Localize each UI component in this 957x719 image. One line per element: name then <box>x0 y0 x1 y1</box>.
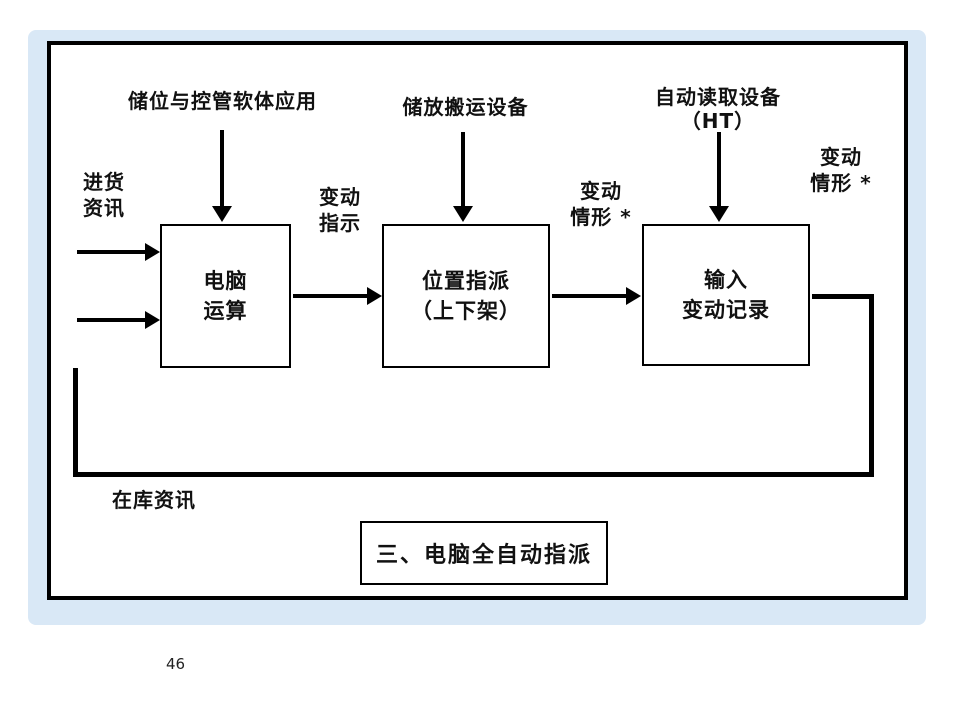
arrow-right-icon <box>145 311 160 329</box>
arrow-right-icon <box>626 287 641 305</box>
arrow-shaft <box>717 132 721 208</box>
arrow-down-icon <box>453 206 473 222</box>
caption-title: 三、电脑全自动指派 <box>375 543 592 568</box>
arrow-shaft <box>461 132 465 208</box>
caption-box: 三、电脑全自动指派 <box>360 521 608 585</box>
label-change-status-right: 变动 情形 * <box>810 145 872 195</box>
feedback-line-left <box>73 368 78 477</box>
feedback-line-top <box>812 294 874 299</box>
box-computer-operation: 电脑 运算 <box>160 224 291 368</box>
page-number: 46 <box>166 655 186 673</box>
feedback-line-right <box>869 294 874 477</box>
box-location-assignment: 位置指派 （上下架） <box>382 224 550 368</box>
arrow-shaft <box>77 318 147 322</box>
box-input-change-record: 输入 变动记录 <box>642 224 810 366</box>
label-software-application: 储位与控管软体应用 <box>128 89 317 113</box>
label-stock-info: 在库资讯 <box>112 488 196 512</box>
arrow-down-icon <box>212 206 232 222</box>
arrow-shaft <box>552 294 628 298</box>
arrow-shaft <box>293 294 369 298</box>
label-auto-read-device: 自动读取设备 （HT） <box>655 85 781 133</box>
label-storage-handling-equipment: 储放搬运设备 <box>402 95 529 119</box>
arrow-shaft <box>220 130 224 208</box>
arrow-down-icon <box>709 206 729 222</box>
feedback-line-bottom <box>73 472 874 477</box>
label-change-instruction: 变动 指示 <box>319 185 361 235</box>
label-incoming-info: 进货 资讯 <box>83 170 125 220</box>
arrow-right-icon <box>367 287 382 305</box>
arrow-shaft <box>77 250 147 254</box>
arrow-right-icon <box>145 243 160 261</box>
label-change-status-mid: 变动 情形 * <box>570 179 632 229</box>
